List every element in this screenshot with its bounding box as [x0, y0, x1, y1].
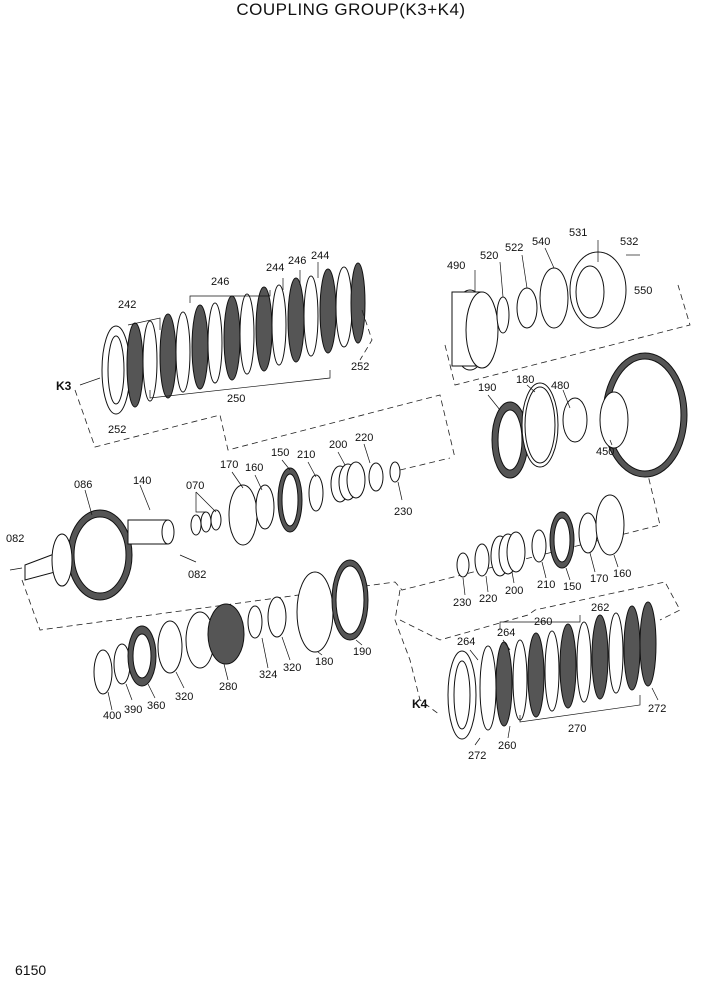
label-150: 150: [563, 581, 581, 593]
label-070: 070: [186, 480, 204, 492]
label-246: 246: [211, 276, 229, 288]
k3-group-label: K3: [56, 379, 72, 393]
k3-enclosure: [74, 389, 456, 459]
bottom-left-parts: [93, 559, 369, 711]
label-242: 242: [118, 299, 136, 311]
shaft-drum-assembly: [9, 484, 222, 601]
label-252: 252: [351, 361, 369, 373]
label-264: 264: [457, 636, 475, 648]
label-230: 230: [394, 506, 412, 518]
label-280: 280: [219, 681, 237, 693]
shaft-enclosure: [21, 474, 661, 631]
label-210: 210: [297, 449, 315, 461]
label-260: 260: [534, 616, 552, 628]
label-246: 246: [288, 255, 306, 267]
label-550: 550: [634, 285, 652, 297]
label-270: 270: [568, 723, 586, 735]
k3-clutch-pack: [79, 262, 366, 415]
label-252: 252: [108, 424, 126, 436]
label-260: 260: [498, 740, 516, 752]
label-190: 190: [478, 382, 496, 394]
label-200: 200: [505, 585, 523, 597]
label-220: 220: [355, 432, 373, 444]
label-140: 140: [133, 475, 151, 487]
label-180: 180: [315, 656, 333, 668]
label-520: 520: [480, 250, 498, 262]
label-160: 160: [245, 462, 263, 474]
label-082: 082: [188, 569, 206, 581]
label-230: 230: [453, 597, 471, 609]
output-assembly: [444, 240, 691, 386]
label-190: 190: [353, 646, 371, 658]
label-522: 522: [505, 242, 523, 254]
page-number: 6150: [15, 962, 47, 978]
label-210: 210: [537, 579, 555, 591]
k4-clutch-pack: [447, 601, 659, 746]
label-082: 082: [6, 533, 24, 545]
label-531: 531: [569, 227, 587, 239]
label-324: 324: [259, 669, 277, 681]
label-220: 220: [479, 593, 497, 605]
part-labels: K3 K4 242 246 244 246 244 252 250 252 49…: [6, 227, 666, 762]
label-390: 390: [124, 704, 142, 716]
label-262: 262: [591, 602, 609, 614]
label-480: 480: [551, 380, 569, 392]
label-250: 250: [227, 393, 245, 405]
label-160: 160: [613, 568, 631, 580]
label-320: 320: [175, 691, 193, 703]
label-360: 360: [147, 700, 165, 712]
lower-seal-row: [456, 494, 625, 596]
label-244: 244: [311, 250, 329, 262]
label-244: 244: [266, 262, 284, 274]
gear-group: [487, 352, 688, 479]
label-264: 264: [497, 627, 515, 639]
k4-enclosure: [399, 581, 681, 641]
upper-seal-row: [228, 443, 451, 546]
label-490: 490: [447, 260, 465, 272]
label-400: 400: [103, 710, 121, 722]
k4-group-label: K4: [412, 697, 428, 711]
label-450: 450: [596, 446, 614, 458]
label-532: 532: [620, 236, 638, 248]
label-272: 272: [468, 750, 486, 762]
label-180: 180: [516, 374, 534, 386]
label-200: 200: [329, 439, 347, 451]
label-272: 272: [648, 703, 666, 715]
label-170: 170: [220, 459, 238, 471]
label-540: 540: [532, 236, 550, 248]
label-086: 086: [74, 479, 92, 491]
label-320: 320: [283, 662, 301, 674]
label-150: 150: [271, 447, 289, 459]
diagram-title: COUPLING GROUP(K3+K4): [236, 0, 466, 19]
label-170: 170: [590, 573, 608, 585]
